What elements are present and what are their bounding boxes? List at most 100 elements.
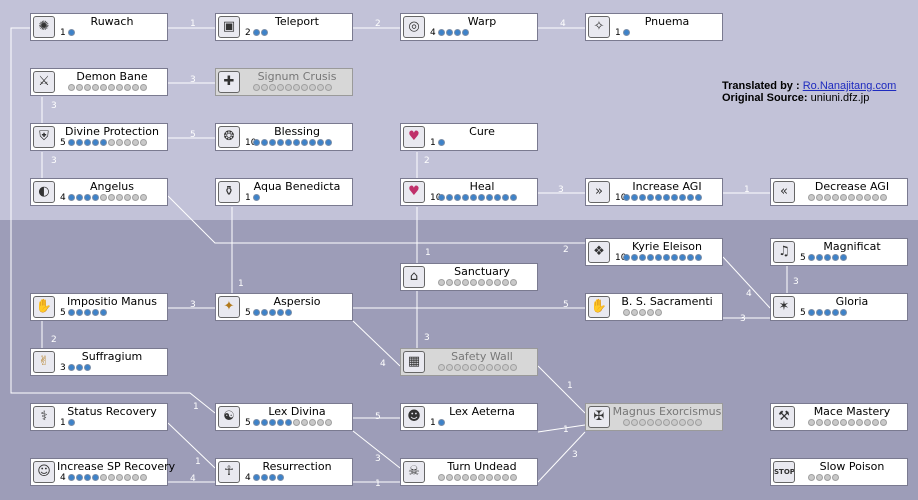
level-dot-filled (277, 474, 284, 481)
skill-level: 5 (800, 253, 806, 263)
skill-bs-sacramenti[interactable]: ✋ B. S. Sacramenti (585, 293, 723, 321)
level-dot-empty (808, 474, 815, 481)
skill-sanctuary[interactable]: ⌂ Sanctuary (400, 263, 538, 291)
level-dot-empty (140, 84, 147, 91)
level-dot-filled (663, 254, 670, 261)
level-dot-empty (454, 474, 461, 481)
level-dots (253, 309, 293, 316)
req-turn-magnus: 3 (572, 450, 578, 460)
skill-name: Sanctuary (454, 265, 510, 278)
skill-safety-wall[interactable]: ▦ Safety Wall (400, 348, 538, 376)
level-dot-empty (679, 419, 686, 426)
skill-name: Turn Undead (447, 460, 517, 473)
level-dot-filled (446, 194, 453, 201)
level-dots (253, 139, 333, 146)
skill-name: Magnus Exorcismus (612, 405, 722, 418)
req-warp-pnuema: 4 (560, 19, 566, 29)
level-dot-empty (124, 139, 131, 146)
req-angelus-kyrie: 2 (563, 245, 569, 255)
req-divine-angelus: 3 (51, 156, 57, 166)
holy-water-icon: ⚱ (218, 181, 240, 203)
req-sanctuary-safety: 3 (424, 333, 430, 343)
skill-mace-mastery[interactable]: ⚒ Mace Mastery (770, 403, 908, 431)
level-dot-filled (253, 194, 260, 201)
req-status-resurrection: 1 (195, 457, 201, 467)
sanctuary-icon: ⌂ (403, 266, 425, 288)
skill-name: Signum Crusis (257, 70, 337, 83)
translator-link[interactable]: Ro.Nanajitang.com (802, 80, 897, 92)
level-dot-filled (293, 139, 300, 146)
level-dot-empty (124, 474, 131, 481)
level-dot-empty (687, 419, 694, 426)
level-dot-empty (309, 419, 316, 426)
level-dot-empty (277, 84, 284, 91)
level-dots (253, 29, 269, 36)
level-dot-empty (68, 84, 75, 91)
skill-name: Heal (469, 180, 495, 193)
level-dot-empty (695, 419, 702, 426)
level-dot-filled (277, 419, 284, 426)
skill-demon-bane[interactable]: ⚔ Demon Bane (30, 68, 168, 96)
skill-signum-crusis[interactable]: ✚ Signum Crusis (215, 68, 353, 96)
skill-slow-poison[interactable]: STOP Slow Poison (770, 458, 908, 486)
skill-name: Cure (469, 125, 495, 138)
level-dot-filled (631, 194, 638, 201)
level-dot-empty (116, 84, 123, 91)
level-dots (438, 419, 446, 426)
skill-turn-undead[interactable]: ☠ Turn Undead (400, 458, 538, 486)
req-aqua-aspersio: 1 (238, 279, 244, 289)
level-dots (808, 309, 848, 316)
level-dot-filled (92, 139, 99, 146)
level-dot-filled (261, 139, 268, 146)
skill-level: 5 (245, 308, 251, 318)
level-dot-empty (824, 474, 831, 481)
level-dot-empty (446, 279, 453, 286)
angelus-icon: ◐ (33, 181, 55, 203)
level-dot-filled (84, 194, 91, 201)
level-dot-empty (494, 364, 501, 371)
level-dot-filled (438, 139, 445, 146)
sp-recovery-icon: ☺ (33, 461, 55, 483)
kyrie-eleison-icon: ❖ (588, 241, 610, 263)
level-dot-empty (671, 419, 678, 426)
level-dots (68, 29, 76, 36)
level-dot-filled (76, 364, 83, 371)
warp-portal-icon: ◎ (403, 16, 425, 38)
level-dot-empty (848, 419, 855, 426)
skill-level: 5 (60, 138, 66, 148)
level-dot-empty (100, 194, 107, 201)
level-dot-empty (631, 419, 638, 426)
level-dot-filled (253, 309, 260, 316)
level-dot-empty (140, 194, 147, 201)
level-dot-filled (68, 419, 75, 426)
level-dots (808, 194, 888, 201)
level-dot-empty (108, 139, 115, 146)
skill-decrease-agi[interactable]: « Decrease AGI (770, 178, 908, 206)
level-dot-filled (325, 139, 332, 146)
level-dot-filled (623, 194, 630, 201)
skill-magnus-exorcismus[interactable]: ✠ Magnus Exorcismus (585, 403, 723, 431)
skill-name: Status Recovery (67, 405, 157, 418)
